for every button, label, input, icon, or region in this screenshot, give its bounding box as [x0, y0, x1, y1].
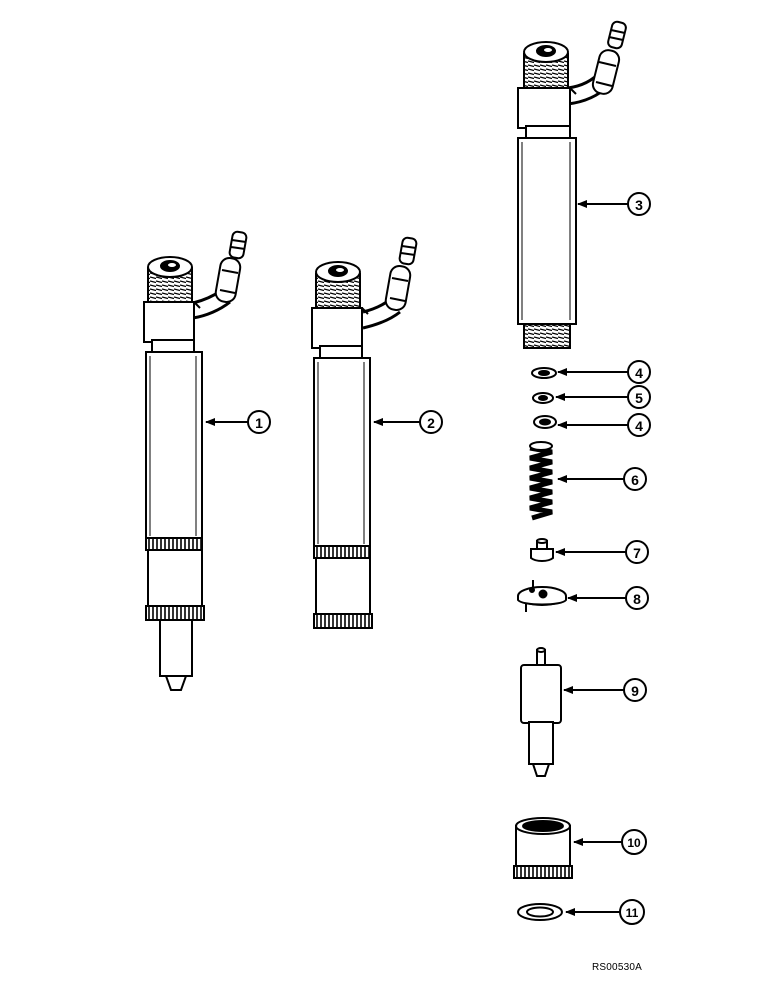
callout-circle-10 [621, 829, 647, 855]
callout-label-4a: 4 [635, 365, 643, 381]
drawing-reference-code: RS00530A [592, 962, 642, 973]
callout-label-8: 8 [633, 591, 641, 607]
callout-labels: 1 2 3 4 5 4 6 7 8 9 10 11 [255, 197, 643, 920]
callout-circle-9 [623, 678, 647, 702]
callout-label-4b: 4 [635, 418, 643, 434]
callout-label-1: 1 [255, 415, 263, 431]
callout-circle-2 [419, 410, 443, 434]
injector-assembly-2 [311, 236, 418, 629]
callout-label-2: 2 [427, 415, 435, 431]
pressure-pin [530, 538, 554, 562]
callout-label-11: 11 [626, 906, 639, 920]
callout-circle-6 [623, 467, 647, 491]
callout-label-6: 6 [631, 472, 639, 488]
callout-label-3: 3 [635, 197, 643, 213]
callouts [205, 192, 651, 925]
nozzle-retaining-nut [513, 817, 573, 879]
sealing-washer [517, 903, 563, 921]
callout-circle-1 [247, 410, 271, 434]
intermediate-plate [517, 580, 567, 612]
callout-circle-4a [627, 360, 651, 384]
injector-assembly-1 [143, 230, 248, 691]
callout-circle-11 [619, 899, 645, 925]
shim-washer-lower [533, 415, 557, 429]
callout-label-10: 10 [627, 836, 641, 850]
callout-label-5: 5 [635, 390, 643, 406]
injector-body-3 [517, 20, 627, 349]
spacer-ring [532, 392, 554, 404]
callout-circle-5 [627, 385, 651, 409]
spring [529, 441, 553, 521]
nozzle [520, 647, 562, 777]
callout-circle-8 [625, 586, 649, 610]
callout-circle-4b [627, 413, 651, 437]
shim-washer-upper [531, 367, 557, 379]
callout-label-7: 7 [633, 545, 641, 561]
callout-circle-3 [627, 192, 651, 216]
callout-label-9: 9 [631, 683, 639, 699]
callout-circle-7 [625, 540, 649, 564]
